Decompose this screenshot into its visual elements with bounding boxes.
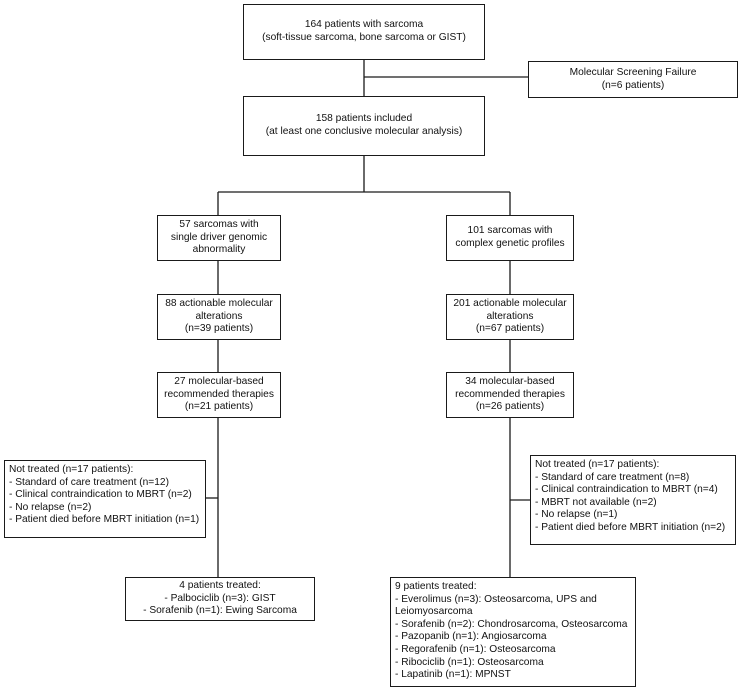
node-therapies-left: 27 molecular-based recommended therapies…: [157, 372, 281, 418]
node-alterations-left-line: alterations: [195, 310, 243, 322]
node-therapies-right-line: 34 molecular-based: [465, 376, 555, 388]
node-not-treated-left-line: Not treated (n=17 patients):: [9, 464, 134, 475]
node-treated-left: 4 patients treated: - Palbociclib (n=3):…: [125, 577, 315, 621]
node-therapies-right-line: (n=26 patients): [475, 401, 545, 413]
node-therapies-left-line: (n=21 patients): [184, 401, 254, 413]
node-not-treated-right-line: - Patient died before MBRT initiation (n…: [535, 521, 726, 533]
node-complex: 101 sarcomas with complex genetic profil…: [446, 215, 574, 261]
node-alterations-right-line: alterations: [486, 310, 534, 322]
node-treated-right-line: - Regorafenib (n=1): Osteosarcoma: [395, 643, 556, 655]
node-complex-line: 101 sarcomas with: [467, 225, 553, 237]
node-alterations-left-line: (n=39 patients): [184, 323, 254, 335]
node-therapies-left-line: 27 molecular-based: [174, 376, 264, 388]
node-not-treated-right-line: - Clinical contraindication to MBRT (n=4…: [535, 484, 718, 496]
node-included: 158 patients included (at least one conc…: [243, 96, 485, 156]
node-screening-failure-line: (n=6 patients): [601, 79, 665, 91]
node-alterations-right-line: 201 actionable molecular: [453, 298, 567, 310]
node-treated-right-line: - Lapatinib (n=1): MPNST: [395, 669, 511, 681]
node-not-treated-right-line: - Standard of care treatment (n=8): [535, 471, 690, 483]
node-complex-line: complex genetic profiles: [455, 238, 565, 249]
node-therapies-left-line: recommended therapies: [164, 388, 274, 400]
node-start: 164 patients with sarcoma (soft-tissue s…: [243, 4, 485, 60]
node-included-line: 158 patients included: [315, 113, 413, 125]
node-treated-left-line: - Palbociclib (n=3): GIST: [164, 592, 276, 604]
node-treated-right-line: - Pazopanib (n=1): Angiosarcoma: [395, 631, 547, 643]
node-single-driver-line: single driver genomic: [170, 231, 268, 243]
node-not-treated-left-line: - Clinical contraindication to MBRT (n=2…: [9, 489, 192, 501]
node-therapies-right-line: recommended therapies: [455, 388, 565, 400]
node-start-line: (soft-tissue sarcoma, bone sarcoma or GI…: [262, 32, 466, 43]
node-single-driver-line: abnormality: [192, 244, 246, 256]
node-treated-left-line: - Sorafenib (n=1): Ewing Sarcoma: [143, 605, 297, 617]
node-not-treated-right: Not treated (n=17 patients): - Standard …: [530, 455, 736, 545]
node-alterations-right-line: (n=67 patients): [475, 323, 545, 335]
node-not-treated-right-line: Not treated (n=17 patients):: [535, 459, 660, 470]
node-not-treated-left: Not treated (n=17 patients): - Standard …: [4, 460, 206, 538]
node-single-driver: 57 sarcomas with single driver genomic a…: [157, 215, 281, 261]
node-not-treated-left-line: - No relapse (n=2): [9, 501, 92, 513]
node-not-treated-right-line: - MBRT not available (n=2): [535, 496, 657, 508]
node-treated-right-line: - Ribociclib (n=1): Osteosarcoma: [395, 656, 544, 668]
node-not-treated-left-line: - Standard of care treatment (n=12): [9, 476, 169, 488]
node-treated-left-line: 4 patients treated:: [179, 580, 261, 592]
node-not-treated-left-line: - Patient died before MBRT initiation (n…: [9, 514, 200, 526]
node-screening-failure-line: Molecular Screening Failure: [569, 66, 697, 78]
node-not-treated-right-line: - No relapse (n=1): [535, 509, 618, 521]
node-screening-failure: Molecular Screening Failure (n=6 patient…: [528, 61, 738, 98]
node-treated-right-line: - Sorafenib (n=2): Chondrosarcoma, Osteo…: [395, 618, 628, 630]
node-therapies-right: 34 molecular-based recommended therapies…: [446, 372, 574, 418]
node-treated-right-line: - Everolimus (n=3): Osteosarcoma, UPS an…: [395, 593, 597, 618]
node-alterations-left-line: 88 actionable molecular: [165, 298, 273, 310]
node-alterations-right: 201 actionable molecular alterations (n=…: [446, 294, 574, 340]
node-included-line: (at least one conclusive molecular analy…: [265, 126, 463, 137]
node-treated-right-line: 9 patients treated:: [395, 581, 477, 592]
node-alterations-left: 88 actionable molecular alterations (n=3…: [157, 294, 281, 340]
node-treated-right: 9 patients treated: - Everolimus (n=3): …: [390, 577, 636, 687]
node-single-driver-line: 57 sarcomas with: [179, 219, 259, 231]
node-start-line: 164 patients with sarcoma: [304, 19, 424, 31]
